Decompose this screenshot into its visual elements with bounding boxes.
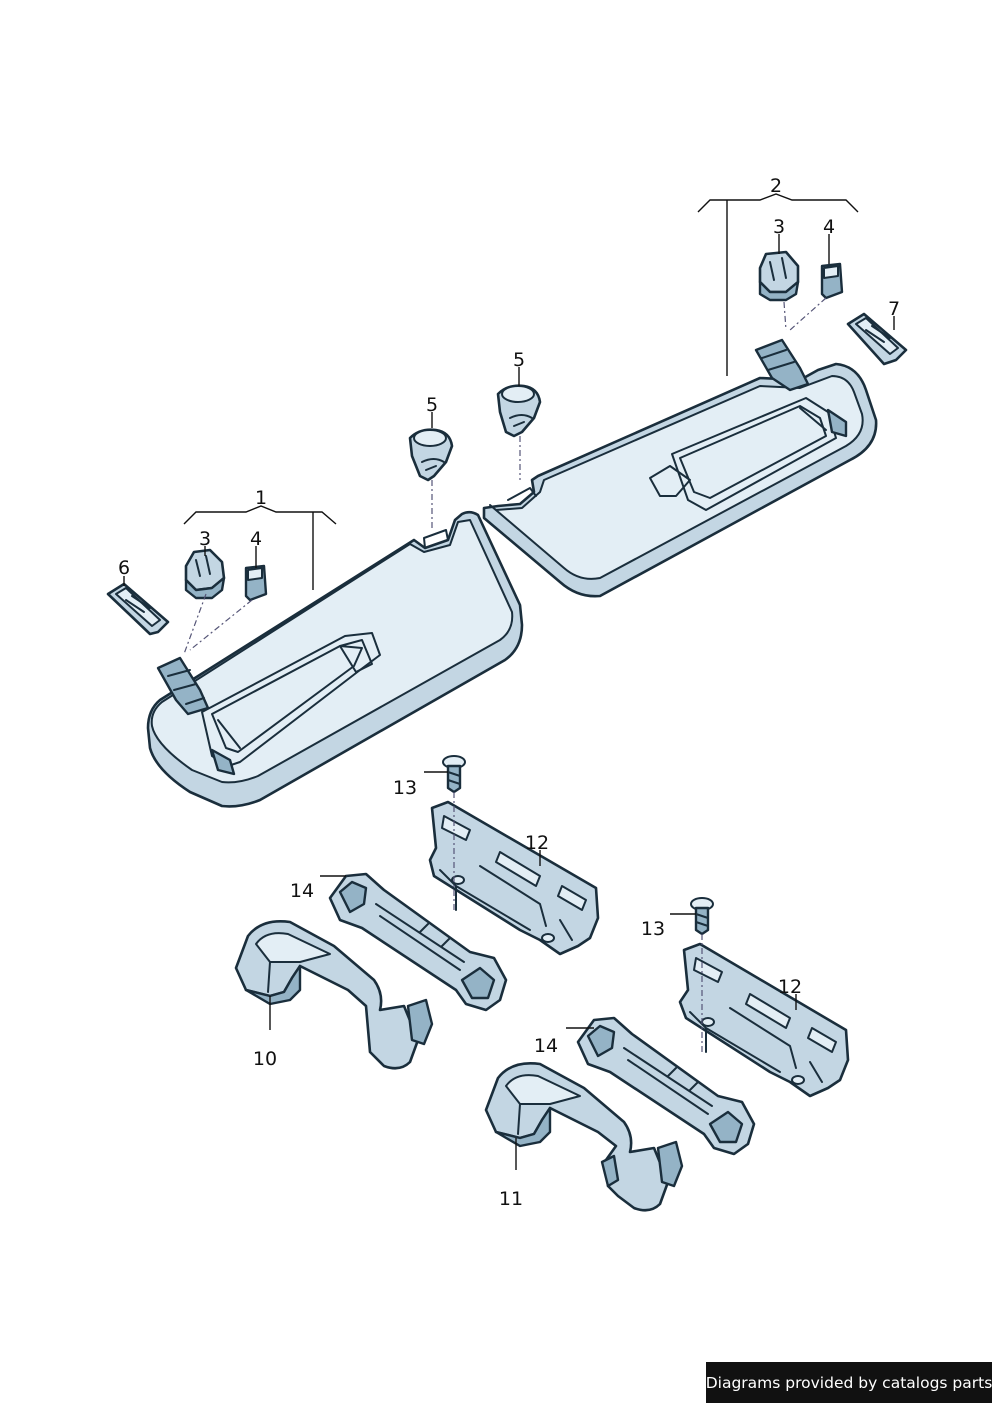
callout-11: 11 (499, 1188, 523, 1210)
callout-13-lower: 13 (641, 918, 665, 940)
callout-12-lower: 12 (778, 976, 802, 998)
callout-12-upper: 12 (525, 832, 549, 854)
callout-6: 6 (118, 557, 130, 579)
cover-4-right (820, 262, 844, 300)
leader-lines (123, 193, 895, 1170)
visor-clip-3-left (184, 548, 226, 600)
grab-handle-10 (234, 920, 434, 1070)
credit-banner: Diagrams provided by catalogs parts (706, 1362, 992, 1403)
callout-5-right: 5 (513, 349, 525, 371)
callout-3-right: 3 (773, 216, 785, 238)
visor-mount-5-left (408, 428, 454, 482)
plate-7 (846, 312, 908, 366)
bracket-12-upper (428, 800, 600, 956)
callout-5-left: 5 (426, 394, 438, 416)
sun-visor-right (482, 338, 878, 598)
callout-14-lower: 14 (534, 1035, 558, 1057)
callout-14-upper: 14 (290, 880, 314, 902)
callout-3-left: 3 (199, 528, 211, 550)
callout-10: 10 (253, 1048, 277, 1070)
plate-6 (106, 582, 170, 636)
visor-mount-5-right (496, 384, 542, 438)
sun-visor-left (146, 510, 524, 808)
callout-13-upper: 13 (393, 777, 417, 799)
callout-2: 2 (770, 175, 782, 197)
screw-13-upper (442, 755, 466, 794)
callout-4-left: 4 (250, 528, 262, 550)
screw-13-lower (690, 897, 714, 936)
callout-7: 7 (888, 298, 900, 320)
bracket-12-lower (678, 942, 850, 1098)
frame-14-upper (328, 872, 508, 1012)
callout-1: 1 (255, 487, 267, 509)
frame-14-lower (576, 1016, 756, 1156)
grab-handle-11 (484, 1062, 684, 1212)
callout-4-right: 4 (823, 216, 835, 238)
visor-clip-3-right (758, 250, 800, 302)
callout-labels: 1 2 3 3 4 4 5 5 6 7 10 11 12 12 13 13 14… (118, 175, 900, 1210)
cover-4-left (244, 564, 268, 602)
